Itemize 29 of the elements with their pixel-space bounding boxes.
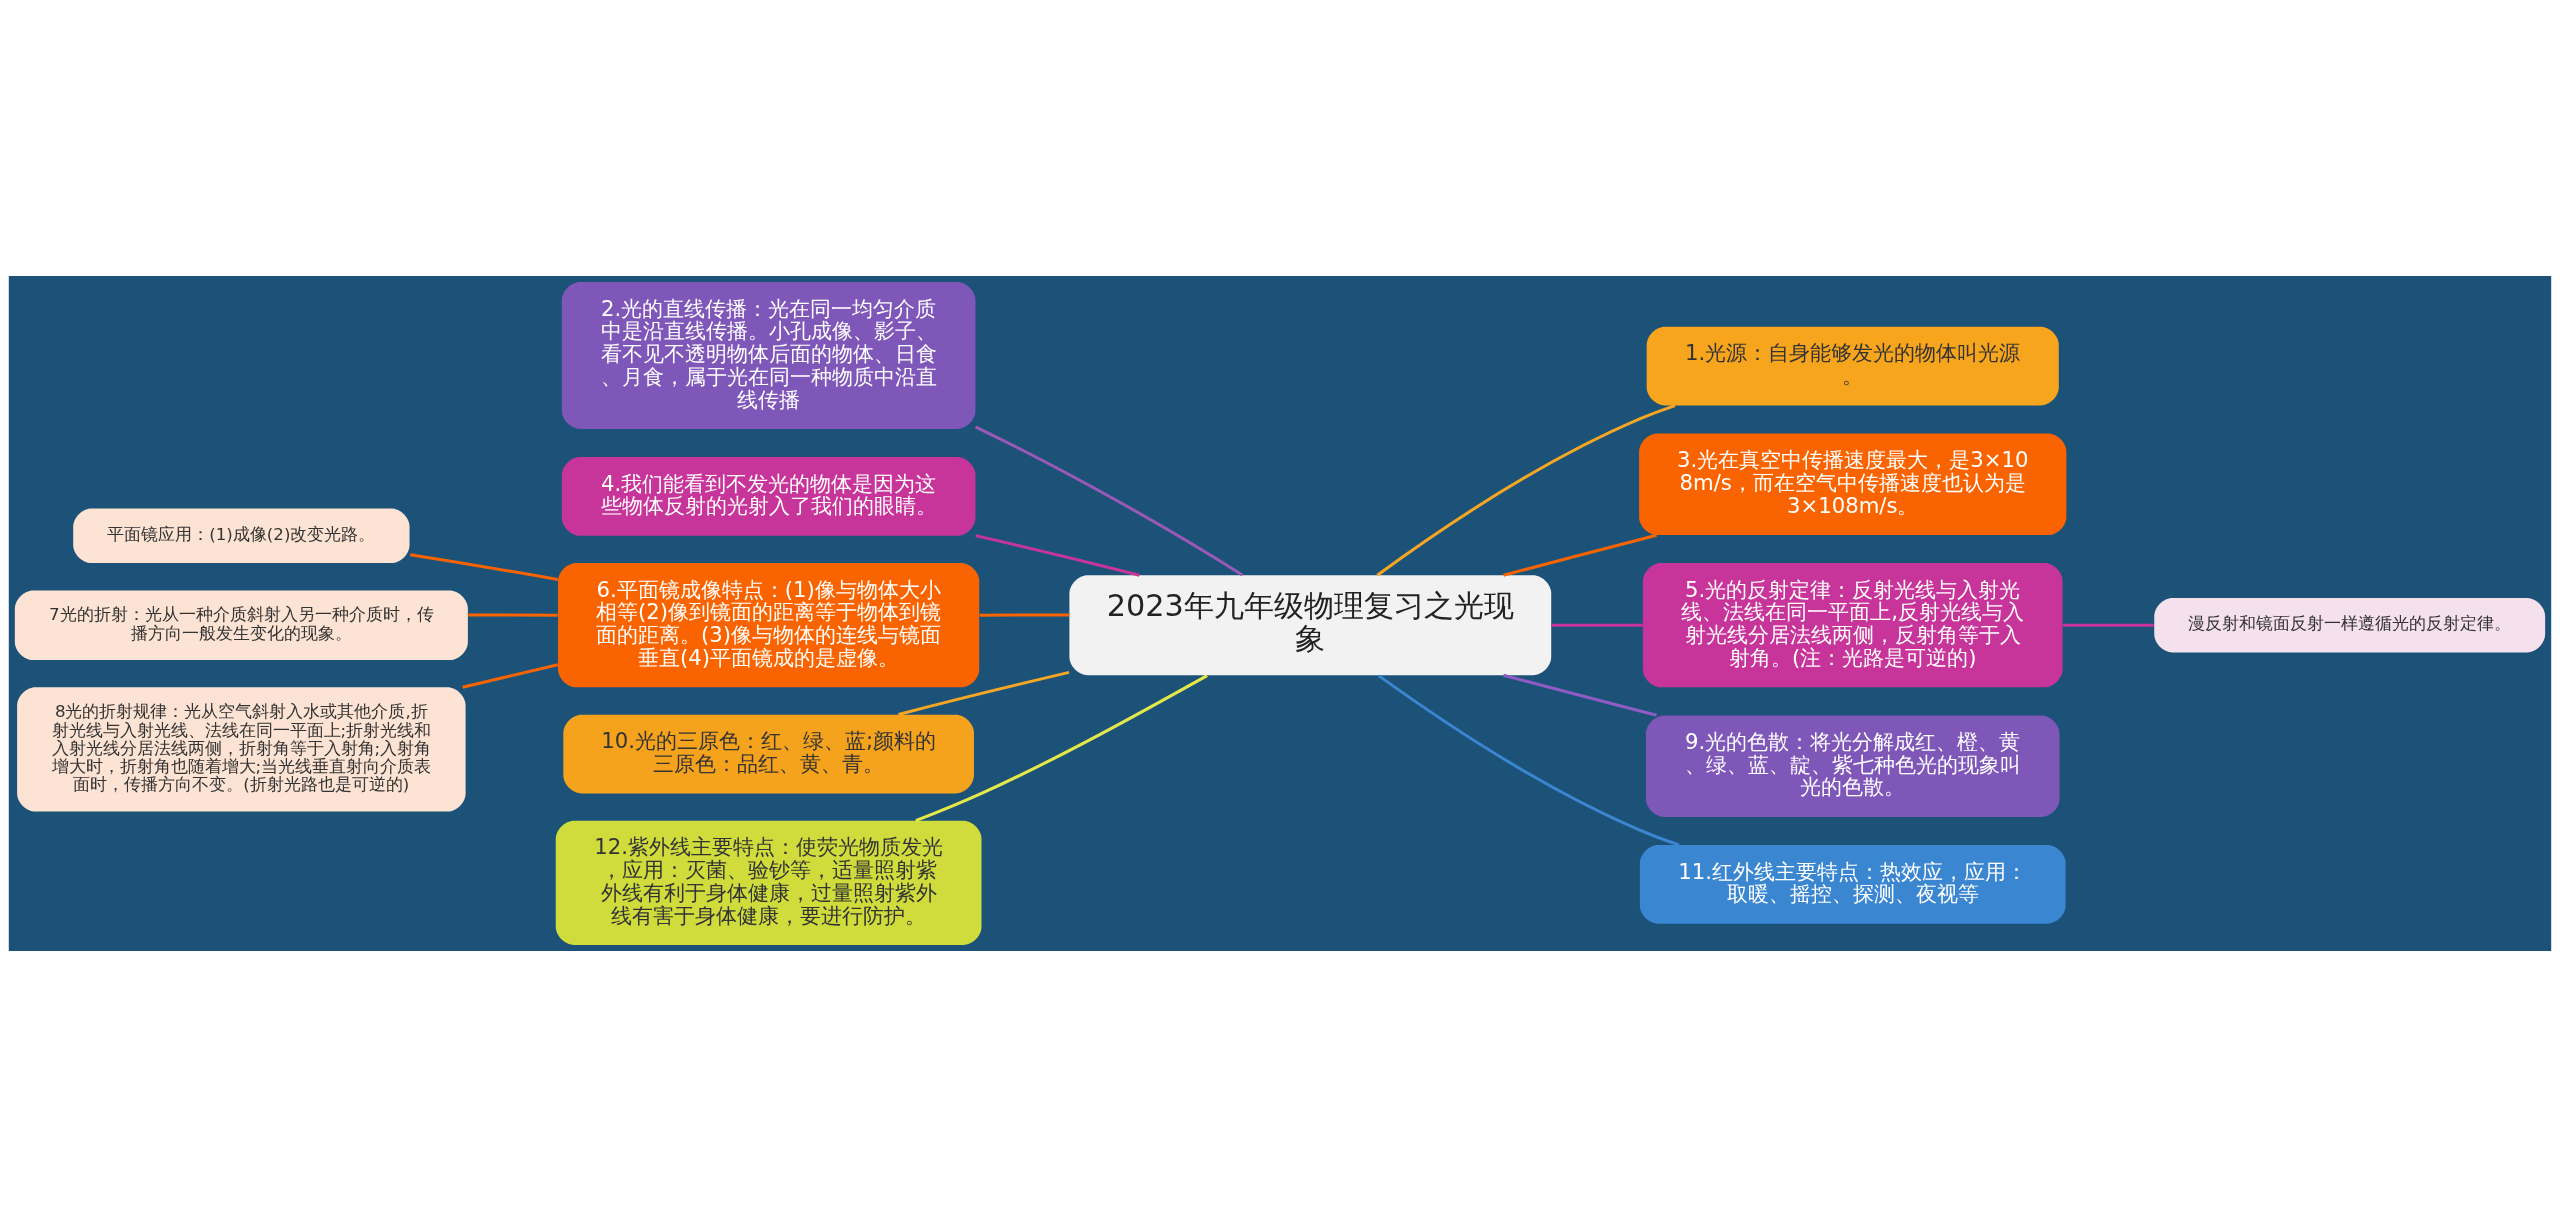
node-box: 平面镜应用：(1)成像(2)改变光路。	[73, 508, 410, 563]
connector	[975, 533, 1140, 577]
node-box: 7光的折射：光从一种介质斜射入另一种介质时，传播方向一般发生变化的现象。	[14, 589, 468, 660]
node-box: 2023年九年级物理复习之光现象	[1069, 574, 1552, 675]
node-box: 11.红外线主要特点：热效应，应用：取暖、摇控、探测、夜视等	[1639, 844, 2066, 924]
node-box: 1.光源：自身能够发光的物体叫光源。	[1646, 326, 2059, 406]
connector	[1503, 533, 1657, 577]
connector	[1551, 623, 1643, 627]
connector	[974, 425, 1244, 576]
connector	[462, 662, 559, 689]
node-box: 10.光的三原色：红、绿、蓝;颜料的三原色：品红、黄、青。	[563, 714, 974, 793]
node-box: 5.光的反射定律：反射光线与入射光线、法线在同一平面上,反射光线与入射光线分居法线两侧，反射角等于入射角。(注：光路是可逆的)	[1642, 562, 2063, 687]
connector	[915, 673, 1208, 822]
node-box: 12.紫外线主要特点：使荧光物质发光，应用：灭菌、验钞等，适量照射紫外线有利于身体健康，过量照射紫外线有害于身体健康，要进行防护。	[555, 820, 982, 945]
node-box: 2.光的直线传播：光在同一均匀介质中是沿直线传播。小孔成像、影子、看不见不透明物体后面的物体、日食、月食，属于光在同一种物质中沿直线传播	[561, 281, 976, 429]
connector	[898, 670, 1070, 716]
connector	[1377, 673, 1680, 846]
connector	[2063, 623, 2154, 627]
connector	[979, 613, 1070, 617]
node-box: 8光的折射规律：光从空气斜射入水或其他介质,折射光线与入射光线、法线在同一平面上;折射光线和入射光线分居法线两侧，折射角等于入射角;入射角增大时，折射角也随着增大;当光线垂直射向介质表面时，传播方向不变。(折射光路也是可逆的)	[17, 686, 466, 812]
connector	[468, 613, 558, 617]
node-box: 漫反射和镜面反射一样遵循光的反射定律。	[2154, 597, 2546, 652]
connector	[1376, 403, 1676, 576]
node-box: 6.平面镜成像特点：(1)像与物体大小相等(2)像到镜面的距离等于物体到镜面的距离。(3)像与物体的连线与镜面垂直(4)平面镜成的是虚像。	[558, 562, 980, 687]
node-box: 4.我们能看到不发光的物体是因为这些物体反射的光射入了我们的眼睛。	[561, 456, 976, 536]
node-box: 9.光的色散：将光分解成红、橙、黄、绿、蓝、靛、紫七种色光的现象叫光的色散。	[1645, 714, 2060, 817]
connector	[409, 552, 558, 581]
connector	[1503, 673, 1657, 717]
node-box: 3.光在真空中传播速度最大，是3×108m/s，而在空气中传播速度也认为是3×108m/s。	[1639, 433, 2067, 535]
